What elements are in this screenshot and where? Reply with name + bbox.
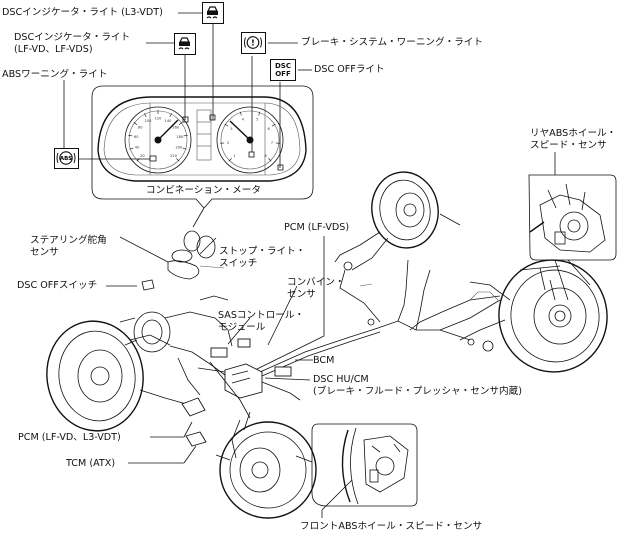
tachometer-tick-label: 5	[256, 118, 258, 122]
rear-wheel-assembly	[409, 259, 608, 373]
leader-lines	[63, 12, 556, 518]
label-abs-warning: ABSワーニング・ライト	[2, 69, 108, 80]
speedometer-tick-mark	[136, 158, 140, 162]
speedometer-tick-mark	[176, 158, 180, 162]
tachometer-tick-mark	[228, 158, 232, 162]
brake-icon-text: !	[251, 38, 255, 47]
label-tcm: TCM (ATX)	[66, 458, 116, 469]
front-right-wheel	[215, 411, 317, 519]
speedometer-tick-label: 40	[135, 145, 140, 149]
speedometer-tick-mark	[183, 135, 188, 137]
tachometer-tick-label: 3	[230, 127, 232, 131]
label-front-abs: フロントABSホイール・スピード・センサ	[300, 521, 483, 532]
label-rear-abs-line2: スピード・センサ	[530, 140, 607, 151]
tachometer-tick-label: 4	[242, 118, 245, 122]
speedometer-tick-mark	[169, 113, 172, 117]
dsc-off-icon-top: DSC	[275, 62, 291, 70]
tachometer-tick-mark	[258, 111, 261, 116]
tachometer-tick-label: 8	[264, 154, 267, 158]
label-dsc-off-light: DSC OFFライト	[314, 64, 385, 75]
speedometer-tick-label: 20	[140, 154, 145, 158]
speedometer-tick-label: 80	[138, 126, 143, 130]
tachometer-tick-label: 7	[271, 141, 273, 145]
dsc-off-light-icon: DSC OFF	[270, 59, 296, 81]
front-left-wheel	[46, 320, 191, 432]
label-combination-meter: コンビネーション・メータ	[146, 185, 261, 196]
label-sas-module-line1: SASコントロール・	[218, 310, 305, 321]
speedometer-tick-mark	[178, 122, 183, 125]
tachometer-tick-label: 6	[267, 127, 270, 131]
speedometer-tick-label: 200	[175, 145, 183, 149]
steering-parts	[141, 230, 225, 291]
tachometer-tick-mark	[271, 123, 276, 127]
dsc-indicator-l3-icon	[202, 2, 224, 24]
dsc-off-icon-bottom: OFF	[275, 70, 291, 78]
engine-bay-assembly	[119, 295, 301, 447]
rear-sensor-inset	[528, 174, 617, 301]
label-combine-sensor-line2: センサ	[287, 289, 316, 300]
upper-wheel-assembly	[334, 171, 461, 271]
speedometer-tick-label: 60	[134, 135, 139, 139]
label-dsc-hu-cm-line1: DSC HU/CM	[313, 374, 369, 385]
label-dsc-hu-cm-line2: (ブレーキ・フルード・プレッシャ・センサ内蔵)	[313, 386, 522, 397]
speedometer-tick-mark	[129, 147, 134, 150]
abs-icon-text: ABS	[60, 156, 72, 162]
label-bcm: BCM	[313, 355, 335, 366]
label-steering-sensor-line2: センサ	[30, 247, 59, 258]
label-dsc-indicator-lf-line1: DSCインジケータ・ライト	[14, 32, 131, 43]
brake-lines	[259, 259, 501, 377]
label-stop-light-line1: ストップ・ライト・	[219, 246, 306, 257]
dsc-indicator-lf-icon	[174, 33, 196, 55]
tachometer-tick-label: 1	[233, 154, 235, 158]
tachometer-tick-mark	[239, 111, 242, 116]
front-sensor-inset	[295, 423, 418, 507]
speedometer-tick-label: 220	[170, 154, 178, 158]
brake-warning-icon: !	[241, 32, 266, 54]
speedometer-tick-mark	[128, 135, 133, 137]
label-dsc-off-switch: DSC OFFスイッチ	[17, 280, 98, 291]
tachometer-tick-mark	[224, 123, 229, 127]
speedometer-tick-mark	[144, 113, 147, 117]
label-dsc-indicator-l3: DSCインジケータ・ライト (L3-VDT)	[2, 7, 163, 18]
abs-warning-icon: ABS	[54, 148, 79, 169]
label-rear-abs-line1: リヤABSホイール・	[530, 128, 617, 139]
label-dsc-indicator-lf-line2: (LF-VD、LF-VDS)	[14, 44, 93, 55]
label-sas-module-line2: モジュール	[218, 322, 266, 333]
speedometer-tick-label: 160	[172, 126, 180, 130]
label-pcm-lfvds: PCM (LF-VDS)	[284, 222, 350, 233]
speedometer-tick-mark	[133, 122, 138, 125]
tachometer-tick-label: 2	[227, 141, 229, 145]
tachometer-tick-mark	[268, 158, 272, 162]
speedometer-tick-label: 120	[155, 117, 163, 121]
label-steering-sensor-line1: ステアリング舵角	[30, 235, 107, 246]
label-brake-warning: ブレーキ・システム・ワーニング・ライト	[301, 37, 483, 48]
label-combine-sensor-line1: コンバイン・	[287, 277, 345, 288]
label-pcm-lfvd: PCM (LF-VD、L3-VDT)	[18, 432, 121, 443]
speedometer-tick-label: 140	[165, 119, 173, 123]
label-stop-light-line2: スイッチ	[219, 258, 258, 269]
speedometer-tick-label: 180	[176, 135, 184, 139]
speedometer-tick-label: 100	[145, 119, 153, 123]
speedometer-tick-mark	[182, 147, 187, 150]
